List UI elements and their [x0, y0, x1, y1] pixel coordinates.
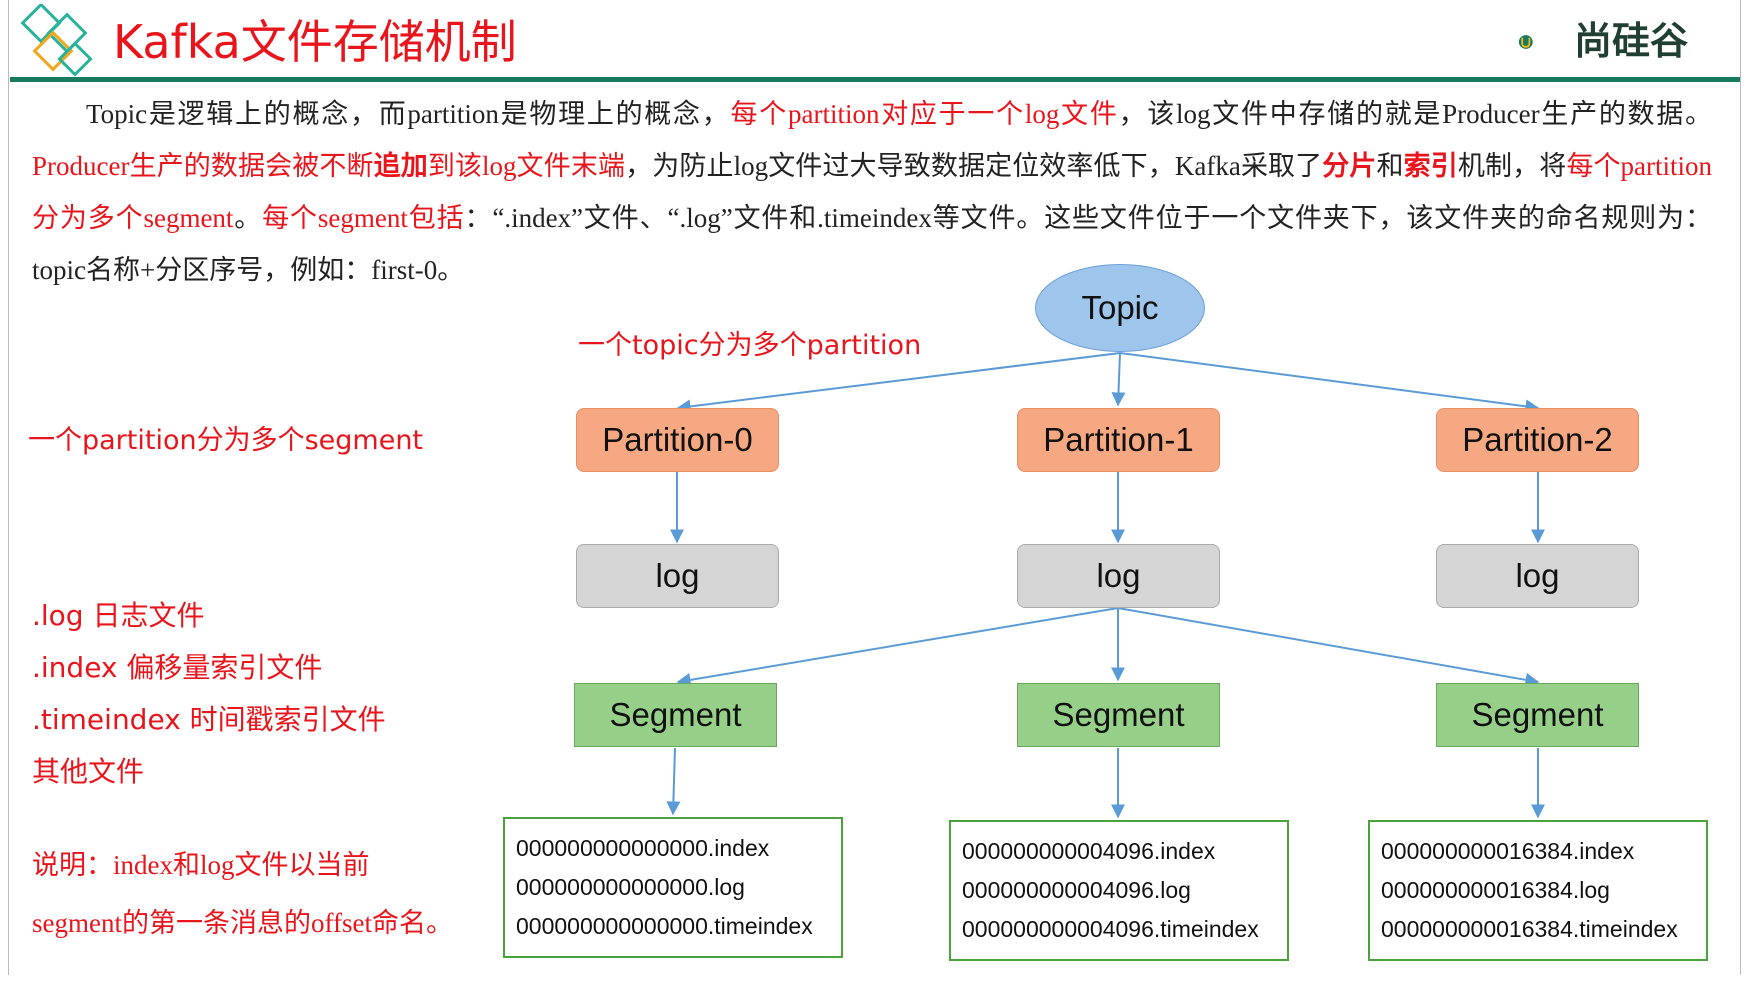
connector-topic-p1 — [1111, 352, 1126, 407]
segment-files-box-0: 000000000000000.index 000000000000000.lo… — [503, 817, 843, 958]
text-span: Topic是逻辑上的概念，而partition是物理上的概念， — [86, 99, 731, 129]
text-span: 。 — [233, 203, 263, 233]
text-span: 机制，将 — [1457, 151, 1567, 181]
explanation-line: 说明：index和log文件以当前 — [32, 850, 370, 880]
bold-highlight-span: 追加 — [373, 151, 428, 181]
header-divider — [10, 77, 1740, 82]
highlight-span: Producer生产的数据会被不断 — [32, 151, 374, 181]
naming-explanation: 说明：index和log文件以当前 segment的第一条消息的offset命名… — [32, 836, 453, 952]
topic-node: Topic — [1035, 264, 1205, 352]
index-file-name: 000000000000000.index — [516, 835, 770, 861]
log-node-1: log — [1017, 544, 1220, 608]
segment-node-1: Segment — [1017, 683, 1220, 747]
timeindex-file-name: 000000000016384.timeindex — [1381, 916, 1678, 942]
index-file-name: 000000000004096.index — [962, 838, 1216, 864]
timeindex-file-name: 000000000004096.timeindex — [962, 916, 1259, 942]
timeindex-file-name: 000000000000000.timeindex — [516, 913, 813, 939]
segment-node-0: Segment — [574, 683, 777, 747]
partition-node-2: Partition-2 — [1436, 408, 1639, 472]
connector-seg0-files — [666, 747, 681, 816]
legend-item: .log 日志文件 — [32, 599, 205, 632]
bold-highlight-span: 分片 — [1322, 151, 1377, 181]
log-node-2: log — [1436, 544, 1639, 608]
text-span: ，为防止log文件过大导致数据定位效率低下，Kafka采取了 — [625, 151, 1323, 181]
brand-logo-icon — [1518, 35, 1533, 49]
segment-files-box-2: 000000000016384.index 000000000016384.lo… — [1368, 820, 1708, 961]
explanation-line: segment的第一条消息的offset命名。 — [32, 908, 453, 938]
partition-node-0: Partition-0 — [576, 408, 779, 472]
highlight-span: 每个segment包括 — [262, 203, 465, 233]
log-file-name: 000000000016384.log — [1381, 877, 1610, 903]
slide-frame — [8, 0, 1741, 975]
log-file-name: 000000000004096.log — [962, 877, 1191, 903]
segment-files-box-1: 000000000004096.index 000000000004096.lo… — [949, 820, 1289, 961]
file-type-legend: .log 日志文件 .index 偏移量索引文件 .timeindex 时间戳索… — [32, 590, 386, 798]
legend-item: .timeindex 时间戳索引文件 — [32, 703, 386, 736]
legend-item: .index 偏移量索引文件 — [32, 651, 323, 684]
page-title: Kafka文件存储机制 — [113, 15, 517, 69]
highlight-span: 每个partition分为多个segment — [32, 151, 1713, 233]
log-node-0: log — [576, 544, 779, 608]
legend-item: 其他文件 — [32, 755, 145, 788]
note-topic-split: 一个topic分为多个partition — [578, 330, 922, 361]
description-paragraph: Topic是逻辑上的概念，而partition是物理上的概念，每个partiti… — [32, 88, 1712, 296]
text-span: ，该log文件中存储的就是Producer生产的数据。 — [1118, 99, 1713, 129]
connector-log-seg2 — [1117, 607, 1540, 687]
diamond-logo-icon — [20, 4, 93, 77]
highlight-span: 到该log文件末端 — [427, 151, 626, 181]
partition-node-1: Partition-1 — [1017, 408, 1220, 472]
connector-topic-p0 — [676, 352, 1121, 414]
highlight-span: 每个partition对应于一个log文件 — [730, 99, 1119, 129]
bold-highlight-span: 索引 — [1403, 151, 1458, 181]
text-span: 和 — [1376, 151, 1404, 181]
text-span: ：“.index”文件、“.log”文件和.timeindex等文件。这些文件位… — [32, 203, 1713, 285]
connector-log-seg0 — [676, 607, 1119, 687]
brand-name: 尚硅谷 — [1574, 19, 1689, 63]
connector-topic-p2 — [1119, 352, 1540, 414]
log-file-name: 000000000000000.log — [516, 874, 745, 900]
segment-node-2: Segment — [1436, 683, 1639, 747]
note-partition-split: 一个partition分为多个segment — [28, 425, 424, 456]
index-file-name: 000000000016384.index — [1381, 838, 1635, 864]
